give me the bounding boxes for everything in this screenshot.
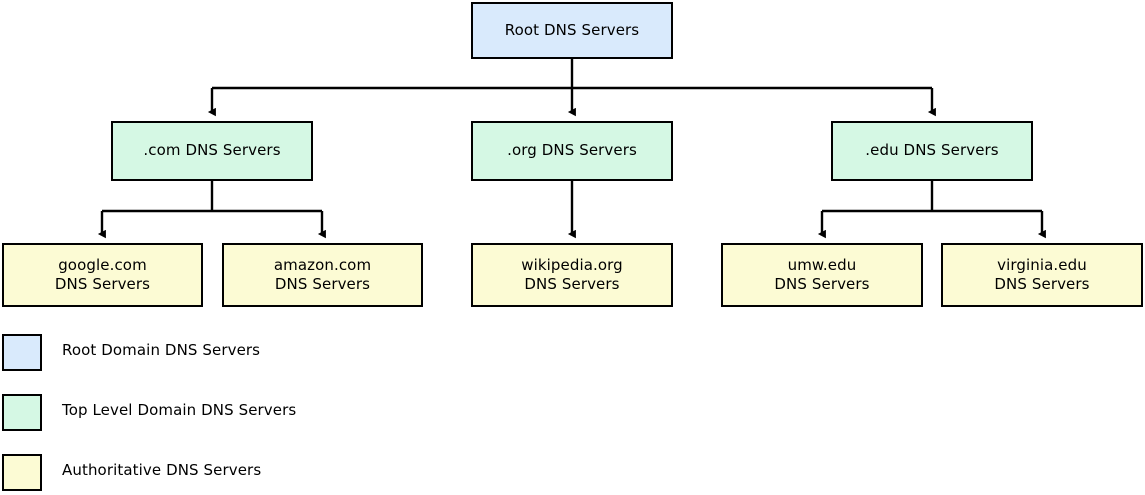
legend-label-root: Root Domain DNS Servers xyxy=(62,341,261,359)
node-edu-dns-servers[interactable]: .edu DNS Servers xyxy=(831,121,1033,181)
node-label: .org DNS Servers xyxy=(507,141,637,160)
node-org-dns-servers[interactable]: .org DNS Servers xyxy=(471,121,673,181)
legend-swatch-authoritative xyxy=(2,454,42,491)
node-label: Root DNS Servers xyxy=(504,20,640,39)
node-label-block: umw.edu DNS Servers xyxy=(774,256,869,294)
node-amazon-com-dns-servers[interactable]: amazon.com DNS Servers xyxy=(222,243,423,307)
node-label-line-1: wikipedia.org xyxy=(521,255,623,274)
legend-label-tld: Top Level Domain DNS Servers xyxy=(62,401,297,419)
node-label-line-1: virginia.edu xyxy=(997,255,1087,274)
node-label: .edu DNS Servers xyxy=(865,141,999,160)
node-label-block: wikipedia.org DNS Servers xyxy=(521,256,623,294)
legend-label-authoritative: Authoritative DNS Servers xyxy=(62,461,262,479)
node-wikipedia-org-dns-servers[interactable]: wikipedia.org DNS Servers xyxy=(471,243,673,307)
node-com-dns-servers[interactable]: .com DNS Servers xyxy=(111,121,313,181)
node-label-line-1: google.com xyxy=(58,255,147,274)
node-root-dns-servers[interactable]: Root DNS Servers xyxy=(471,2,673,59)
legend-swatch-tld xyxy=(2,394,42,431)
node-label-line-2: DNS Servers xyxy=(774,275,870,293)
node-google-com-dns-servers[interactable]: google.com DNS Servers xyxy=(2,243,203,307)
legend-swatch-root xyxy=(2,334,42,371)
node-label-block: virginia.edu DNS Servers xyxy=(994,256,1089,294)
node-label-line-2: DNS Servers xyxy=(274,275,371,293)
node-label: .com DNS Servers xyxy=(143,141,281,160)
node-label-block: amazon.com DNS Servers xyxy=(274,256,371,294)
node-label-block: google.com DNS Servers xyxy=(55,256,150,294)
node-label-line-2: DNS Servers xyxy=(54,275,151,293)
node-label-line-2: DNS Servers xyxy=(524,275,620,293)
node-label-line-1: amazon.com xyxy=(273,255,372,274)
node-virginia-edu-dns-servers[interactable]: virginia.edu DNS Servers xyxy=(941,243,1143,307)
node-label-line-2: DNS Servers xyxy=(994,275,1090,293)
node-umw-edu-dns-servers[interactable]: umw.edu DNS Servers xyxy=(721,243,923,307)
node-label-line-1: umw.edu xyxy=(787,255,857,274)
